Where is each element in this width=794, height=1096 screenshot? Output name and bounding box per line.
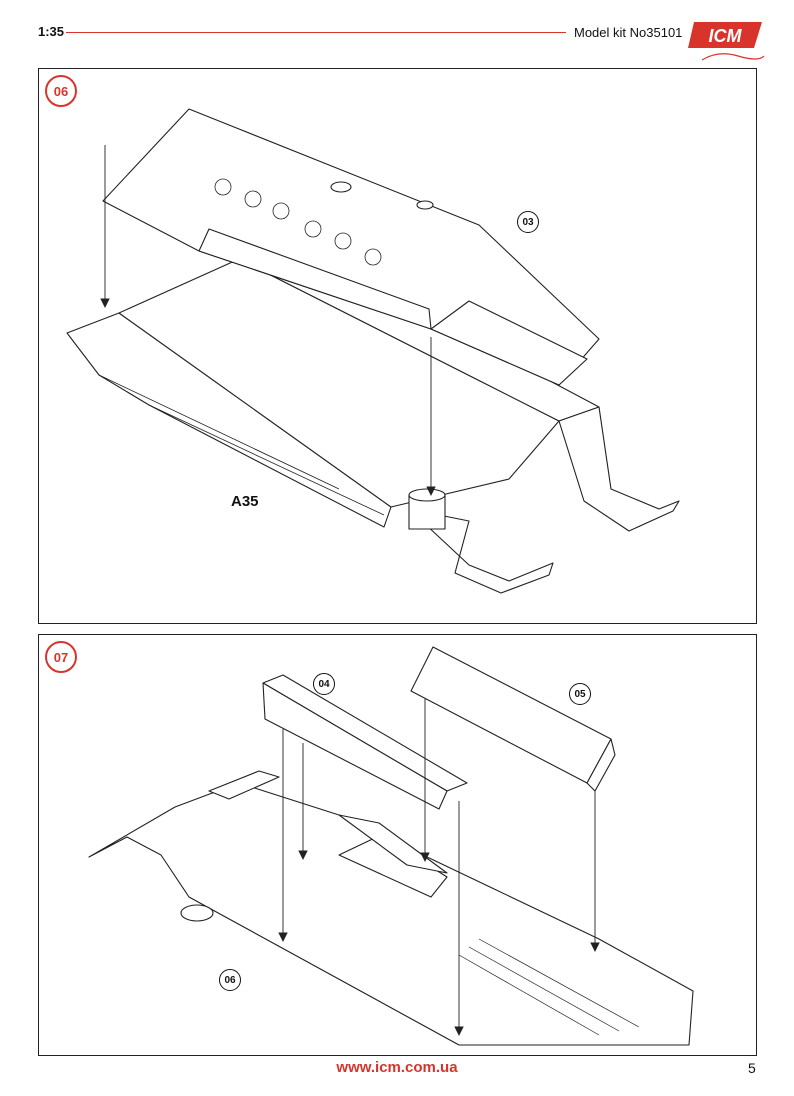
website-link[interactable]: www.icm.com.ua bbox=[336, 1059, 458, 1076]
interior-assembly-drawing bbox=[88, 646, 694, 1046]
page-number: 5 bbox=[748, 1060, 756, 1076]
reference-step-circle: 04 bbox=[313, 673, 335, 695]
part-label-a35: A35 bbox=[231, 493, 259, 510]
assembly-step-07-panel: 07 04 05 06 bbox=[38, 634, 757, 1056]
header-rule bbox=[66, 32, 566, 33]
icm-logo: ICM bbox=[688, 16, 768, 70]
step-number-badge: 06 bbox=[45, 75, 77, 107]
reference-step-circle: 03 bbox=[517, 211, 539, 233]
reference-step-circle: 06 bbox=[219, 969, 241, 991]
svg-text:ICM: ICM bbox=[709, 26, 743, 46]
reference-step-circle: 05 bbox=[569, 683, 591, 705]
model-kit-title: Model kit No35101 bbox=[574, 25, 683, 40]
step-number-badge: 07 bbox=[45, 641, 77, 673]
assembly-step-06-panel: 06 03 A35 bbox=[38, 68, 757, 624]
scale-label: 1:35 bbox=[38, 24, 65, 39]
hull-assembly-drawing bbox=[66, 108, 680, 594]
